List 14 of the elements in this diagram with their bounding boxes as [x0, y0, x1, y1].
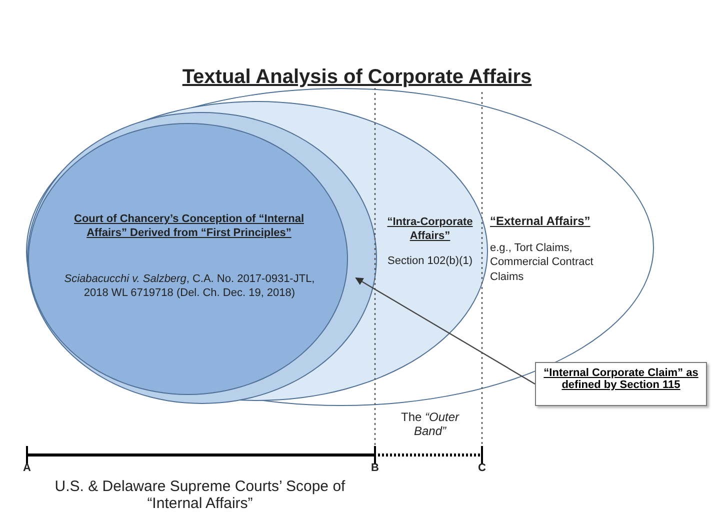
leader-line	[355, 277, 536, 385]
region-text: Section 102(b)(1)	[386, 254, 474, 268]
region-heading: “Intra-Corporate Affairs”	[386, 215, 474, 244]
band-label: The “Outer Band”	[400, 410, 460, 438]
callout-box: “Internal Corporate Claim” as defined by Section 115	[535, 362, 707, 406]
point-label: A	[22, 462, 32, 474]
point-label: C	[477, 462, 487, 474]
point-label: B	[370, 462, 380, 474]
region-text: e.g., Tort Claims, Commercial Contract Claims	[490, 241, 594, 284]
region-heading: “External Affairs”	[490, 214, 592, 230]
title: Textual Analysis of Corporate Affairs	[181, 66, 533, 89]
region-heading: Court of Chancery’s Conception of “Internal Affairs” Derived from “First Principles”	[73, 212, 305, 241]
scope-label: U.S. & Delaware Supreme Courts’ Scope of “Internal Affairs”	[54, 478, 346, 512]
region-text: Sciabacucchi v. Salzberg, C.A. No. 2017-0931-JTL, 2018 WL 6719718 (Del. Ch. Dec. 19, 2018)	[63, 272, 316, 301]
